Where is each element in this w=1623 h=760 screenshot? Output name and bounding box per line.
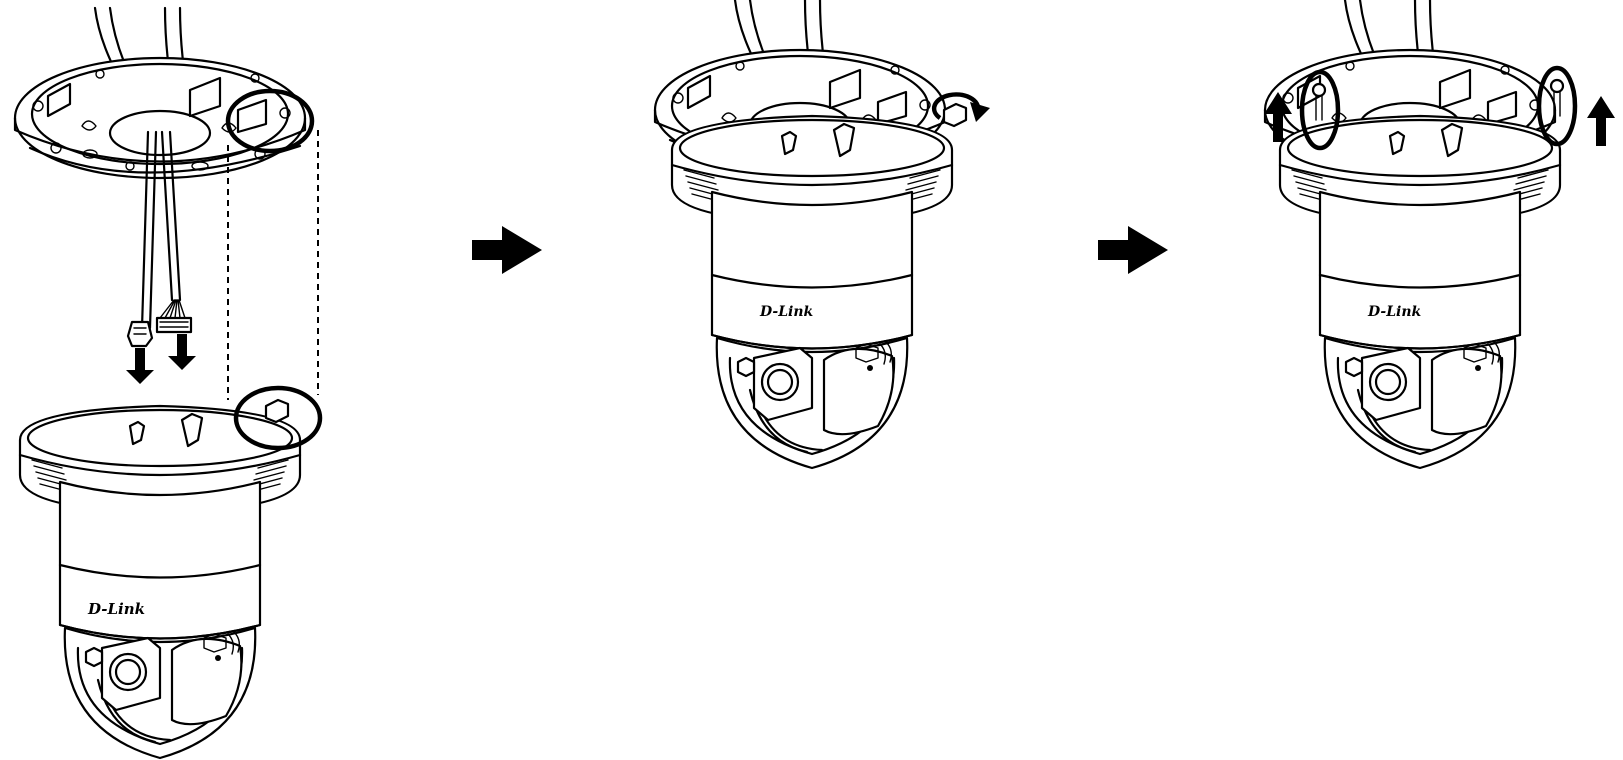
step-secure-camera: D-Link — [1264, 0, 1615, 468]
ptz-camera — [20, 406, 300, 758]
arrow-down-icon — [126, 348, 154, 384]
arrow-right-icon — [1098, 226, 1168, 274]
ptz-camera — [1280, 116, 1560, 468]
ptz-camera — [672, 116, 952, 468]
ceiling-bracket — [15, 58, 305, 178]
step-rotate-camera: D-Link — [655, 0, 990, 468]
brand-label: D-Link — [1367, 304, 1422, 320]
brand-label: D-Link — [87, 600, 145, 618]
step-attach-camera: D-Link — [15, 8, 320, 758]
arrow-right-icon — [472, 226, 542, 274]
arrow-down-icon — [168, 334, 196, 370]
brand-label: D-Link — [759, 304, 814, 320]
arrow-up-icon — [1587, 96, 1615, 146]
